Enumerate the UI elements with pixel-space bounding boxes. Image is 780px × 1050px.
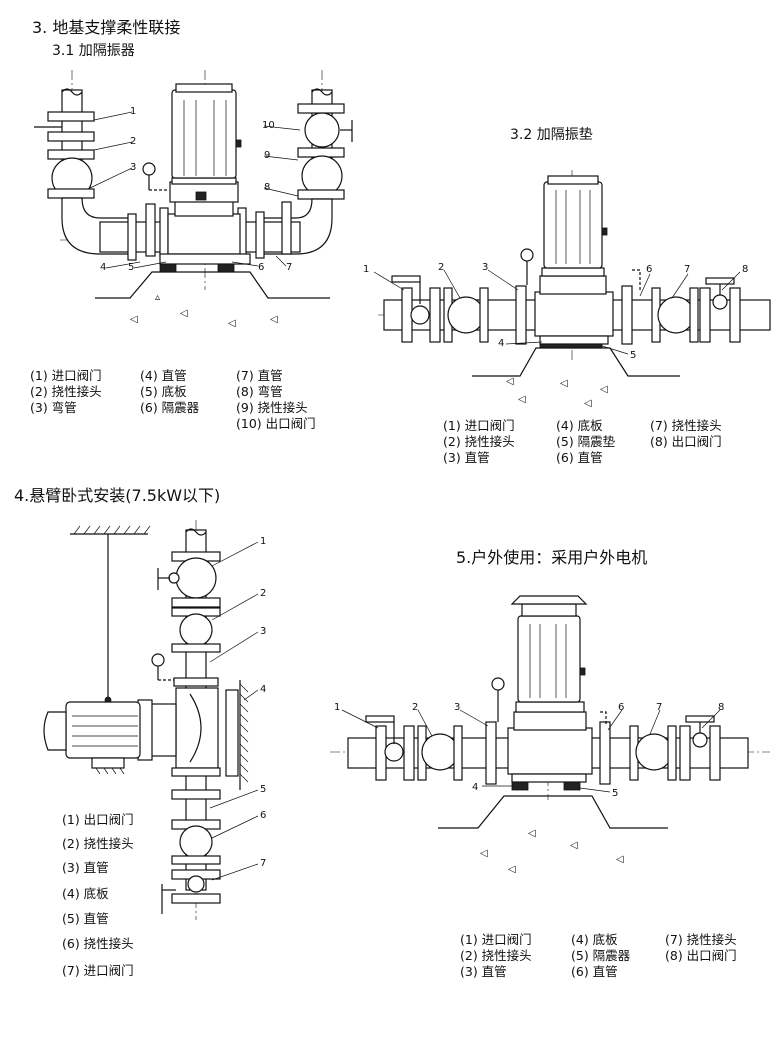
callout-2: 2 [130,136,136,147]
callout-6: 6 [618,702,624,713]
callout-4: 4 [260,684,266,695]
callout-4: 4 [472,782,478,793]
callout-10: 10 [262,120,275,131]
callout-3: 3 [454,702,460,713]
legend-item: (10) 出口阀门 [236,416,316,431]
legend-item: (1) 进口阀门 [460,932,532,947]
legend-item: (5) 隔震器 [571,948,631,963]
legend-item: (2) 挠性接头 [62,836,134,851]
callout-3: 3 [130,162,136,173]
callout-6: 6 [258,262,264,273]
callout-1: 1 [130,106,136,117]
callout-3: 3 [482,262,488,273]
svg-text:▵: ▵ [155,292,160,303]
legend-item: (6) 直管 [556,450,603,465]
callout-2: 2 [438,262,444,273]
fig32-callouts: 1 2 3 4 5 6 7 8 [363,262,748,361]
legend-item: (1) 出口阀门 [62,812,134,827]
svg-text:◁: ◁ [506,376,514,387]
legend-item: (7) 直管 [236,368,283,383]
svg-text:◁: ◁ [570,840,578,851]
legend-item: (7) 进口阀门 [62,963,134,978]
legend-item: (6) 直管 [571,964,618,979]
svg-text:◁: ◁ [130,314,138,325]
svg-text:◁: ◁ [518,394,526,405]
callout-2: 2 [412,702,418,713]
callout-6: 6 [260,810,266,821]
callout-5: 5 [128,262,134,273]
callout-1: 1 [260,536,266,547]
legend-item: (7) 挠性接头 [650,418,722,433]
legend-item: (1) 进口阀门 [443,418,515,433]
section4-title: 4.悬臂卧式安装(7.5kW以下) [14,486,221,505]
legend-item: (3) 直管 [460,964,507,979]
callout-5: 5 [260,784,266,795]
callout-7: 7 [684,264,690,275]
callout-8: 8 [718,702,724,713]
fig31-callouts: 1 2 3 4 5 6 7 8 9 10 [100,106,292,273]
callout-1: 1 [334,702,340,713]
legend-item: (2) 挠性接头 [443,434,515,449]
section32-subtitle: 3.2 加隔振垫 [510,127,593,143]
legend-item: (3) 弯管 [30,400,77,415]
svg-text:◁: ◁ [600,384,608,395]
legend-item: (6) 挠性接头 [62,936,134,951]
svg-text:◁: ◁ [584,398,592,409]
svg-text:◁: ◁ [616,854,624,865]
fig32-drawing: ◁ ◁ ◁ ◁ ◁ [373,170,771,409]
legend-item: (2) 挠性接头 [460,948,532,963]
fig4-drawing [43,520,259,920]
fig31-drawing: ◁ ◁ ◁ ◁ ▵ [34,70,353,329]
fig5-drawing: ◁ ◁ ◁ ◁ ◁ [330,595,770,875]
svg-text:◁: ◁ [228,318,236,329]
legend-item: (1) 进口阀门 [30,368,102,383]
callout-8: 8 [742,264,748,275]
legend-item: (5) 隔震垫 [556,434,616,449]
legend-item: (3) 直管 [62,860,109,875]
callout-5: 5 [630,350,636,361]
svg-text:◁: ◁ [480,848,488,859]
section31-subtitle: 3.1 加隔振器 [52,43,135,59]
callout-4: 4 [498,338,504,349]
legend-item: (7) 挠性接头 [665,932,737,947]
callout-9: 9 [264,150,270,161]
callout-4: 4 [100,262,106,273]
svg-text:◁: ◁ [508,864,516,875]
legend-item: (8) 弯管 [236,384,283,399]
legend-item: (5) 直管 [62,911,109,926]
legend-item: (4) 底板 [571,932,618,947]
legend-item: (4) 直管 [140,368,187,383]
legend-item: (8) 出口阀门 [650,434,722,449]
legend-item: (4) 底板 [556,418,603,433]
section3-title: 3. 地基支撑柔性联接 [32,18,181,37]
callout-1: 1 [363,264,369,275]
callout-7: 7 [656,702,662,713]
svg-text:◁: ◁ [180,308,188,319]
callout-3: 3 [260,626,266,637]
fig4-callouts: 1 2 3 4 5 6 7 [260,536,266,869]
legend-item: (8) 出口阀门 [665,948,737,963]
legend-item: (4) 底板 [62,886,109,901]
legend-item: (3) 直管 [443,450,490,465]
svg-text:◁: ◁ [270,314,278,325]
callout-7: 7 [260,858,266,869]
svg-text:◁: ◁ [528,828,536,839]
legend-item: (9) 挠性接头 [236,400,308,415]
legend-item: (2) 挠性接头 [30,384,102,399]
svg-text:◁: ◁ [560,378,568,389]
callout-5: 5 [612,788,618,799]
callout-6: 6 [646,264,652,275]
fig5-callouts: 1 2 3 4 5 6 7 8 [334,702,724,799]
legend-item: (6) 隔震器 [140,400,200,415]
legend-item: (5) 底板 [140,384,187,399]
section5-title: 5.户外使用：采用户外电机 [456,548,648,567]
callout-2: 2 [260,588,266,599]
callout-8: 8 [264,182,270,193]
callout-7: 7 [286,262,292,273]
